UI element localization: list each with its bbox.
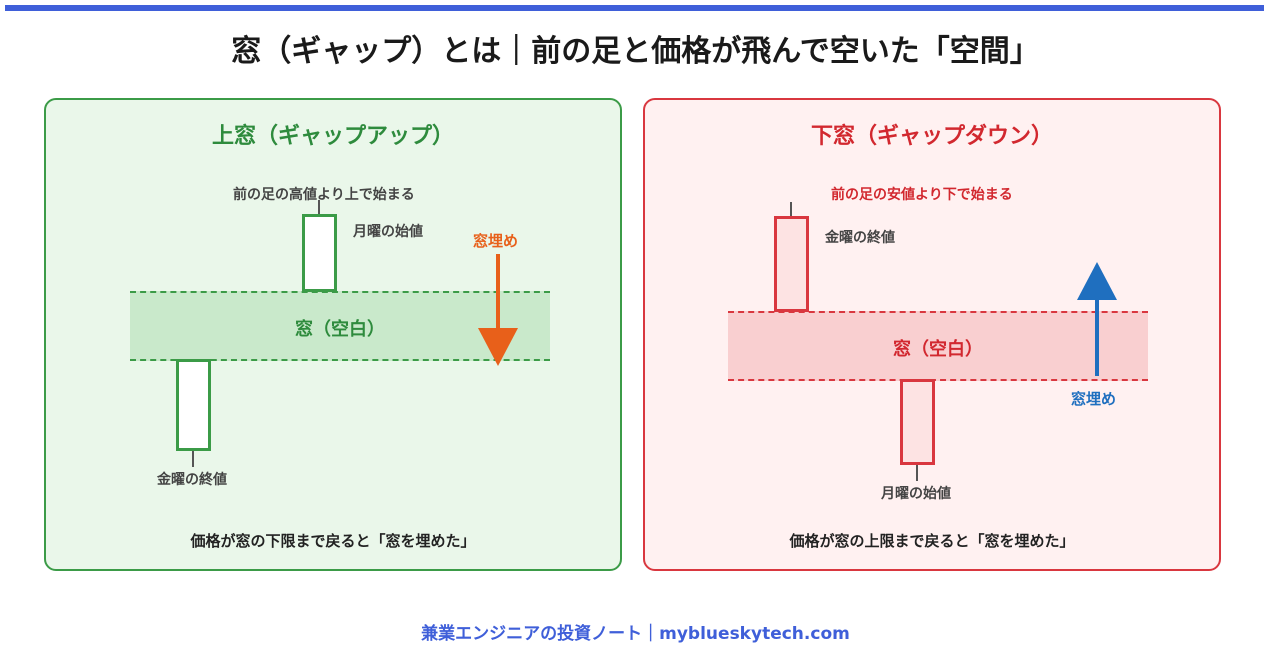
friday-candle <box>176 359 211 451</box>
gap-down-panel: 下窓（ギャップダウン） 前の足の安値より下で始まる 窓（空白） 金曜の終値 月曜… <box>643 98 1221 571</box>
footer-credit: 兼業エンジニアの投資ノート｜myblueskytech.com <box>421 624 850 644</box>
monday-candle-label: 月曜の始値 <box>353 224 423 240</box>
friday-candle-wick <box>192 451 194 467</box>
gap-up-panel: 上窓（ギャップアップ） 前の足の高値より上で始まる 窓（空白） 月曜の始値 金曜… <box>44 98 622 571</box>
monday-candle-label: 月曜の始値 <box>881 486 951 502</box>
gap-fill-down-arrow-icon <box>478 254 518 366</box>
top-accent-bar <box>5 5 1264 11</box>
monday-candle <box>302 214 337 292</box>
gap-up-note: 価格が窓の下限まで戻ると「窓を埋めた」 <box>190 532 476 550</box>
friday-candle-label: 金曜の終値 <box>825 230 895 246</box>
friday-candle-label: 金曜の終値 <box>157 472 227 488</box>
monday-candle-wick <box>916 465 918 481</box>
gap-down-window-label: 窓（空白） <box>893 339 983 360</box>
gap-down-title: 下窓（ギャップダウン） <box>810 124 1053 149</box>
page-title: 窓（ギャップ）とは｜前の足と価格が飛んで空いた「空間」 <box>231 34 1040 69</box>
gap-fill-up-arrow-icon <box>1077 262 1117 376</box>
gap-down-window-band: 窓（空白） <box>728 311 1148 381</box>
friday-candle-wick <box>790 202 792 218</box>
gap-down-note: 価格が窓の上限まで戻ると「窓を埋めた」 <box>789 532 1075 550</box>
gap-up-window-label: 窓（空白） <box>295 319 385 340</box>
monday-candle <box>900 379 935 465</box>
gap-up-title: 上窓（ギャップアップ） <box>211 124 454 149</box>
friday-candle <box>774 216 809 312</box>
monday-candle-wick <box>318 200 320 216</box>
gap-down-top-label: 前の足の安値より下で始まる <box>831 187 1013 203</box>
gap-fill-label: 窓埋め <box>1071 390 1117 408</box>
gap-fill-label: 窓埋め <box>473 232 519 250</box>
gap-up-top-label: 前の足の高値より上で始まる <box>233 187 415 203</box>
gap-up-window-band: 窓（空白） <box>130 291 550 361</box>
